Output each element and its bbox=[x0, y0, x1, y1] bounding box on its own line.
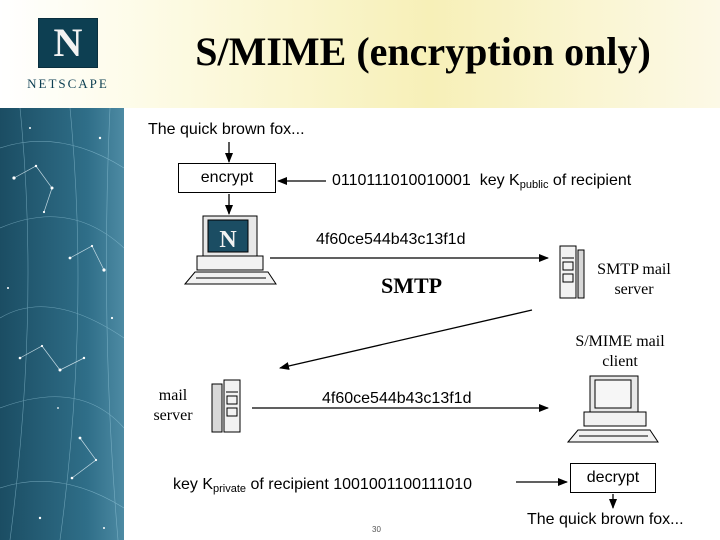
public-key-label: 0110111010010001 key Kpublic of recipien… bbox=[332, 172, 631, 191]
logo-letter: N bbox=[53, 20, 83, 65]
private-key-prefix: key K bbox=[173, 476, 214, 493]
mail-server-label: mail server bbox=[153, 387, 193, 424]
ciphertext-top: 4f60ce544b43c13f1d bbox=[316, 231, 466, 248]
private-key-label: key Kprivate of recipient 10010011001110… bbox=[173, 476, 472, 495]
netscape-logo: N bbox=[38, 18, 98, 68]
smime-client-label: S/MIME mail client bbox=[575, 333, 665, 370]
decrypt-box: decrypt bbox=[570, 463, 656, 493]
header-band bbox=[0, 0, 720, 108]
star-map-decoration bbox=[0, 108, 124, 540]
encrypt-box: encrypt bbox=[178, 163, 276, 193]
arrow-server-to-server bbox=[279, 309, 533, 370]
public-key-prefix: key K bbox=[479, 172, 520, 189]
public-key-subscript: public bbox=[519, 179, 549, 191]
slide-title: S/MIME (encryption only) bbox=[195, 29, 651, 74]
public-key-suffix: of recipient bbox=[552, 172, 632, 189]
private-key-bits: 1001001100111010 bbox=[333, 476, 473, 493]
ciphertext-bottom: 4f60ce544b43c13f1d bbox=[322, 390, 472, 407]
svg-text:N: N bbox=[219, 227, 237, 253]
mail-server-icon bbox=[211, 379, 241, 433]
smtp-server-icon bbox=[559, 245, 585, 299]
smtp-server-label: SMTP mail server bbox=[597, 261, 671, 298]
recipient-computer-icon bbox=[566, 375, 659, 443]
plaintext-input: The quick brown fox... bbox=[148, 121, 305, 138]
public-key-bits: 0110111010010001 bbox=[332, 172, 471, 189]
sender-computer-icon: N bbox=[183, 215, 277, 285]
private-key-suffix: of recipient bbox=[250, 476, 329, 493]
private-key-subscript: private bbox=[213, 483, 247, 495]
logo-wordmark: NETSCAPE bbox=[27, 76, 109, 91]
smtp-label: SMTP bbox=[381, 273, 443, 298]
page-number: 30 bbox=[372, 525, 381, 534]
plaintext-output: The quick brown fox... bbox=[527, 511, 684, 528]
